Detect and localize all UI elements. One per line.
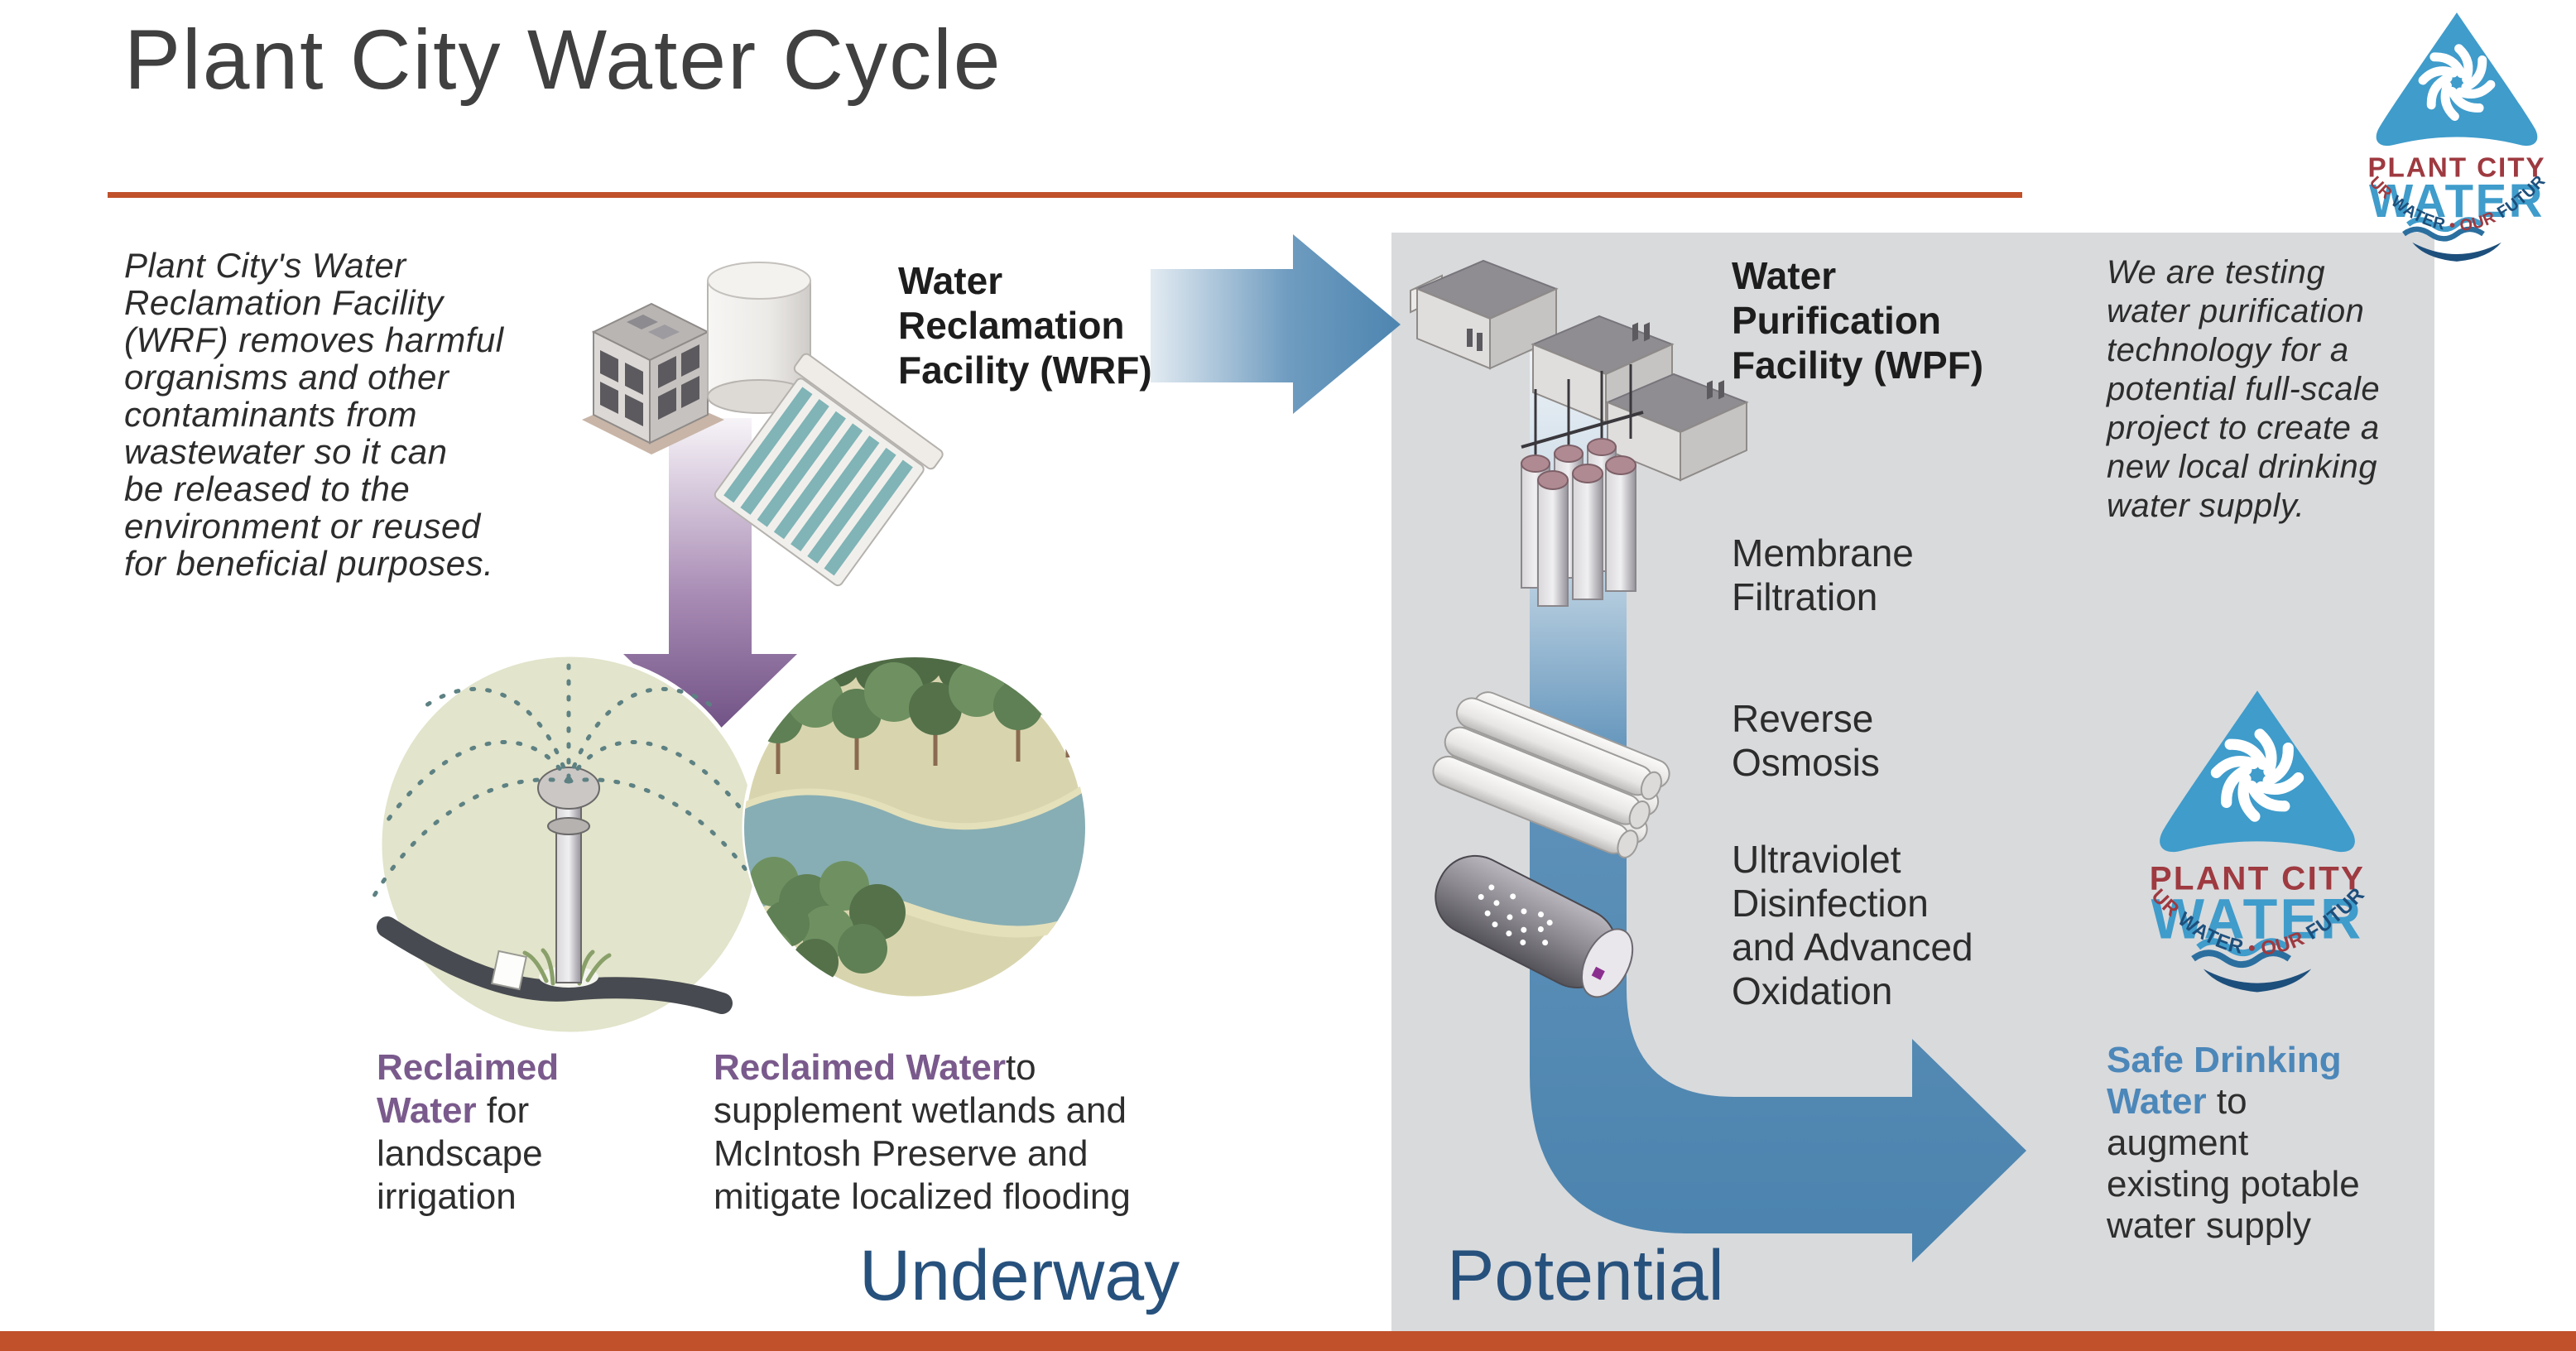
wpf-buildings-icon: [1410, 259, 1749, 482]
irrigation-caption-rest: for landscape irrigation: [377, 1090, 543, 1217]
wetlands-caption-rest: to supplement wetlands and McIntosh Pres…: [714, 1047, 1131, 1217]
wrf-tank-icon: [707, 262, 811, 414]
irrigation-caption-lead: Reclaimed Water: [377, 1047, 560, 1131]
irrigation-circle-image: [372, 652, 766, 1036]
safe-drinking-caption-lead: Safe Drinking Water: [2107, 1040, 2342, 1122]
step-membrane-filtration: Membrane Filtration: [1732, 531, 1914, 618]
wetlands-circle-image: [742, 655, 1088, 1001]
testing-note-text: We are testing water purification techno…: [2107, 254, 2381, 524]
wetlands-caption-lead: Reclaimed Water: [714, 1047, 1006, 1088]
reverse-osmosis-icon: [1432, 691, 1670, 858]
flow-pipe-arrow: [1530, 352, 2026, 1262]
potential-label: Potential: [1447, 1236, 1724, 1315]
safe-drinking-caption: Safe Drinking Water to augment existing …: [2107, 998, 2454, 1247]
reclaimed-down-arrow: [623, 418, 797, 738]
wrf-intro-text: Plant City's Water Reclamation Facility …: [124, 246, 504, 583]
wrf-label: Water Reclamation Facility (WRF): [898, 259, 1152, 392]
wetlands-caption: Reclaimed Waterto supplement wetlands an…: [714, 1003, 1227, 1219]
page-title: Plant City Water Cycle: [124, 12, 1002, 107]
membrane-filtration-icon: [1521, 364, 1644, 607]
step-reverse-osmosis: Reverse Osmosis: [1732, 697, 1880, 784]
underway-label: Underway: [859, 1236, 1180, 1315]
irrigation-caption: Reclaimed Water for landscape irrigation: [377, 1003, 675, 1219]
wrf-to-wpf-arrow: [1151, 234, 1401, 414]
safe-drinking-caption-rest: to augment existing potable water supply: [2107, 1081, 2360, 1246]
bottom-accent-bar: [0, 1331, 2576, 1351]
wpf-label: Water Purification Facility (WPF): [1732, 254, 1984, 387]
wrf-building-icon: [582, 302, 724, 454]
header-logo: [2344, 0, 2550, 262]
wrf-basin-icon: [714, 353, 944, 587]
panel-logo: [2121, 668, 2369, 992]
step-uv-disinfection: Ultraviolet Disinfection and Advanced Ox…: [1732, 838, 1973, 1012]
title-underline: [108, 192, 2022, 198]
uv-disinfection-icon: [1435, 854, 1634, 998]
